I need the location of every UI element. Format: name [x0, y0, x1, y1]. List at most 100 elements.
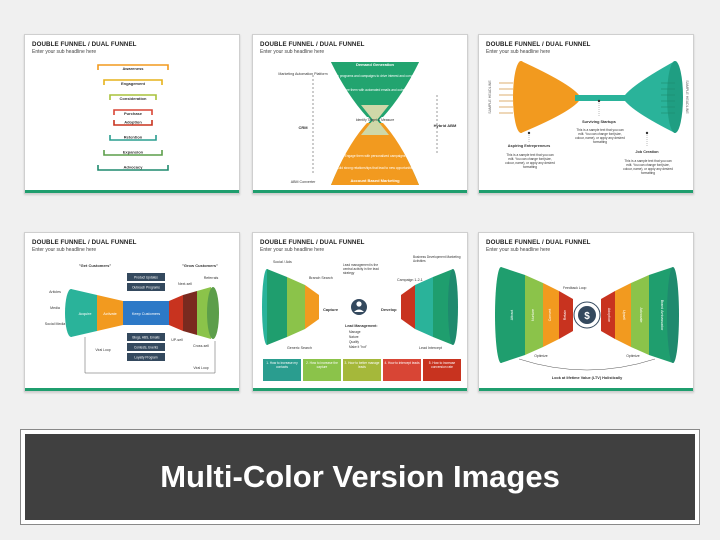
step-label: 4. How to intercept leads	[384, 361, 420, 365]
step-label: 2. How to increase the capture	[306, 361, 338, 370]
top-text-1: Deploy programs and campaigns to drive i…	[329, 74, 421, 78]
left-layer-1	[501, 267, 525, 363]
right-funnel-body	[625, 61, 675, 133]
slide-accent-bar	[479, 388, 693, 391]
lead-person-icon	[351, 299, 367, 315]
lead-item-1: Manage	[349, 330, 361, 334]
stage-bracket	[103, 79, 163, 85]
slide-subtitle: Enter your sub headline here	[260, 247, 325, 253]
right-vertical-label: SAMPLE HEADLINE	[685, 80, 689, 114]
mid-text: Identify Target & Measure	[356, 118, 395, 122]
bd-label: Business Development Marketing Activitie…	[413, 255, 461, 263]
left-layer-2	[525, 275, 543, 355]
slide-thumbnail-1[interactable]: DOUBLE FUNNEL / DUAL FUNNEL Enter your s…	[24, 34, 240, 194]
ltv-bowtie-funnel: $ Attract Nurture Convert Retain Adoptio…	[495, 267, 679, 380]
step-label: 1. How to increase my contacts	[266, 361, 298, 370]
lead-item-2: Nature	[349, 335, 359, 339]
stage-bracket	[113, 120, 153, 126]
layer-attract: Attract	[510, 310, 514, 320]
label-referrals: Referrals	[204, 276, 219, 280]
right-layer-4	[649, 267, 673, 363]
left-vertical-label: SAMPLE HEADLINE	[488, 80, 492, 114]
slide-subtitle: Enter your sub headline here	[32, 49, 97, 55]
lead-management-funnel: Social / Ads Branch Search Generic Searc…	[262, 255, 461, 381]
connecting-pipe	[575, 95, 625, 101]
right-layer-3	[631, 275, 649, 355]
layer-upsell: Upsell	[622, 310, 626, 320]
step-label: 3. How to better manage leads	[344, 361, 380, 370]
layer-advocate: Advocate	[639, 308, 643, 323]
stage-bracket	[109, 135, 157, 141]
right-mid-label: Hybrid ABM	[434, 123, 457, 128]
job-text: This is a sample text that you can edit.…	[623, 159, 673, 175]
svg-text:$: $	[584, 311, 590, 322]
grow-customers-label: "Grow Customers"	[182, 263, 218, 268]
stage-bracket	[109, 94, 157, 100]
aspiring-text: This is a sample text that you can edit.…	[505, 153, 555, 169]
right-layer-1	[601, 291, 615, 339]
optimize-left: Optimize	[534, 354, 547, 358]
source-social: Social Media	[45, 322, 66, 326]
keep-label: Keep Customers	[132, 312, 160, 316]
left-layer-3	[543, 283, 559, 347]
label-next-sell: Next-sell	[178, 282, 192, 286]
label-up-sell: UP-sell	[171, 338, 183, 342]
stage-label: Engagement	[121, 81, 146, 86]
slide-title: DOUBLE FUNNEL / DUAL FUNNEL	[32, 239, 137, 246]
lead-mgmt-title: Lead Management:	[345, 324, 378, 328]
bottom-text-2: Build strong relationships that lead to …	[336, 166, 415, 170]
left-top-label: Marketing Automation Platform	[278, 72, 327, 76]
top-label: Demand Generation	[356, 62, 395, 67]
capture-label: Capture	[323, 307, 339, 312]
dual-funnel-pipe: SAMPLE HEADLINE SAMPLE HEADLINE Aspiring…	[488, 61, 689, 175]
left-funnel-seg-3	[305, 285, 319, 329]
acquire-label: Acquire	[79, 312, 92, 316]
slide-thumbnail-5[interactable]: DOUBLE FUNNEL / DUAL FUNNEL Enter your s…	[252, 232, 468, 392]
generic-label: Generic Search	[287, 346, 312, 350]
hourglass-center	[361, 105, 389, 135]
slide-accent-bar	[479, 190, 693, 193]
campaign-label: Campaign 1-2-1	[397, 278, 423, 282]
right-funnel-seg-2	[415, 277, 433, 337]
lead-text: Lead management is the central activity …	[343, 263, 379, 275]
develop-label: Develop	[381, 307, 397, 312]
slide-thumbnail-3[interactable]: DOUBLE FUNNEL / DUAL FUNNEL Enter your s…	[478, 34, 694, 194]
slide-title: DOUBLE FUNNEL / DUAL FUNNEL	[32, 41, 137, 48]
source-articles: Articles	[49, 290, 61, 294]
stage-label: Advocacy	[124, 165, 144, 170]
stage-bracket	[97, 64, 169, 70]
box-product-updates: Product Updates	[134, 276, 158, 280]
layer-adoption: Adoption	[607, 308, 611, 322]
right-funnel-seg-1	[401, 285, 415, 329]
layer-ambassador: Brand Ambassador	[660, 300, 664, 331]
aspiring-title: Aspiring Entrepreneurs	[508, 144, 550, 148]
optimize-right: Optimize	[626, 354, 639, 358]
keep-customers-segment	[123, 301, 169, 325]
hourglass-funnel-diagram: AwarenessEngagementConsiderationPurchase…	[97, 64, 169, 171]
slide-title: DOUBLE FUNNEL / DUAL FUNNEL	[260, 239, 365, 246]
slide-thumbnail-2[interactable]: DOUBLE FUNNEL / DUAL FUNNEL Enter your s…	[252, 34, 468, 194]
surviving-title: Surviving Startups	[582, 120, 616, 124]
stage-bracket	[113, 109, 153, 115]
slide-thumbnail-4[interactable]: DOUBLE FUNNEL / DUAL FUNNEL Enter your s…	[24, 232, 240, 392]
stage-bracket	[103, 150, 163, 156]
label-cross-sell: Cross-sell	[193, 344, 209, 348]
lead-item-4: Make it "hot"	[349, 345, 367, 349]
step-box	[343, 359, 381, 381]
banner: Multi-Color Version Images	[25, 434, 695, 520]
left-layer-4	[559, 291, 573, 339]
step-box	[383, 359, 421, 381]
slide-thumbnail-6[interactable]: DOUBLE FUNNEL / DUAL FUNNEL Enter your s…	[478, 232, 694, 392]
right-layer-2	[615, 283, 631, 347]
stage-label: Expansion	[123, 150, 144, 155]
social-label: Social / Ads	[273, 260, 292, 264]
layer-nurture: Nurture	[531, 309, 535, 321]
stage-label: Purchase	[124, 111, 143, 116]
right-funnel-seg-3	[433, 269, 453, 345]
slide-subtitle: Enter your sub headline here	[486, 49, 551, 55]
source-media: Media	[50, 306, 60, 310]
hourglass-bottom-half	[331, 123, 419, 185]
branch-label: Branch Search	[309, 276, 333, 280]
top-text-2: Nature them with automated emails and ou…	[340, 88, 410, 92]
left-funnel-seg-1	[267, 269, 287, 345]
